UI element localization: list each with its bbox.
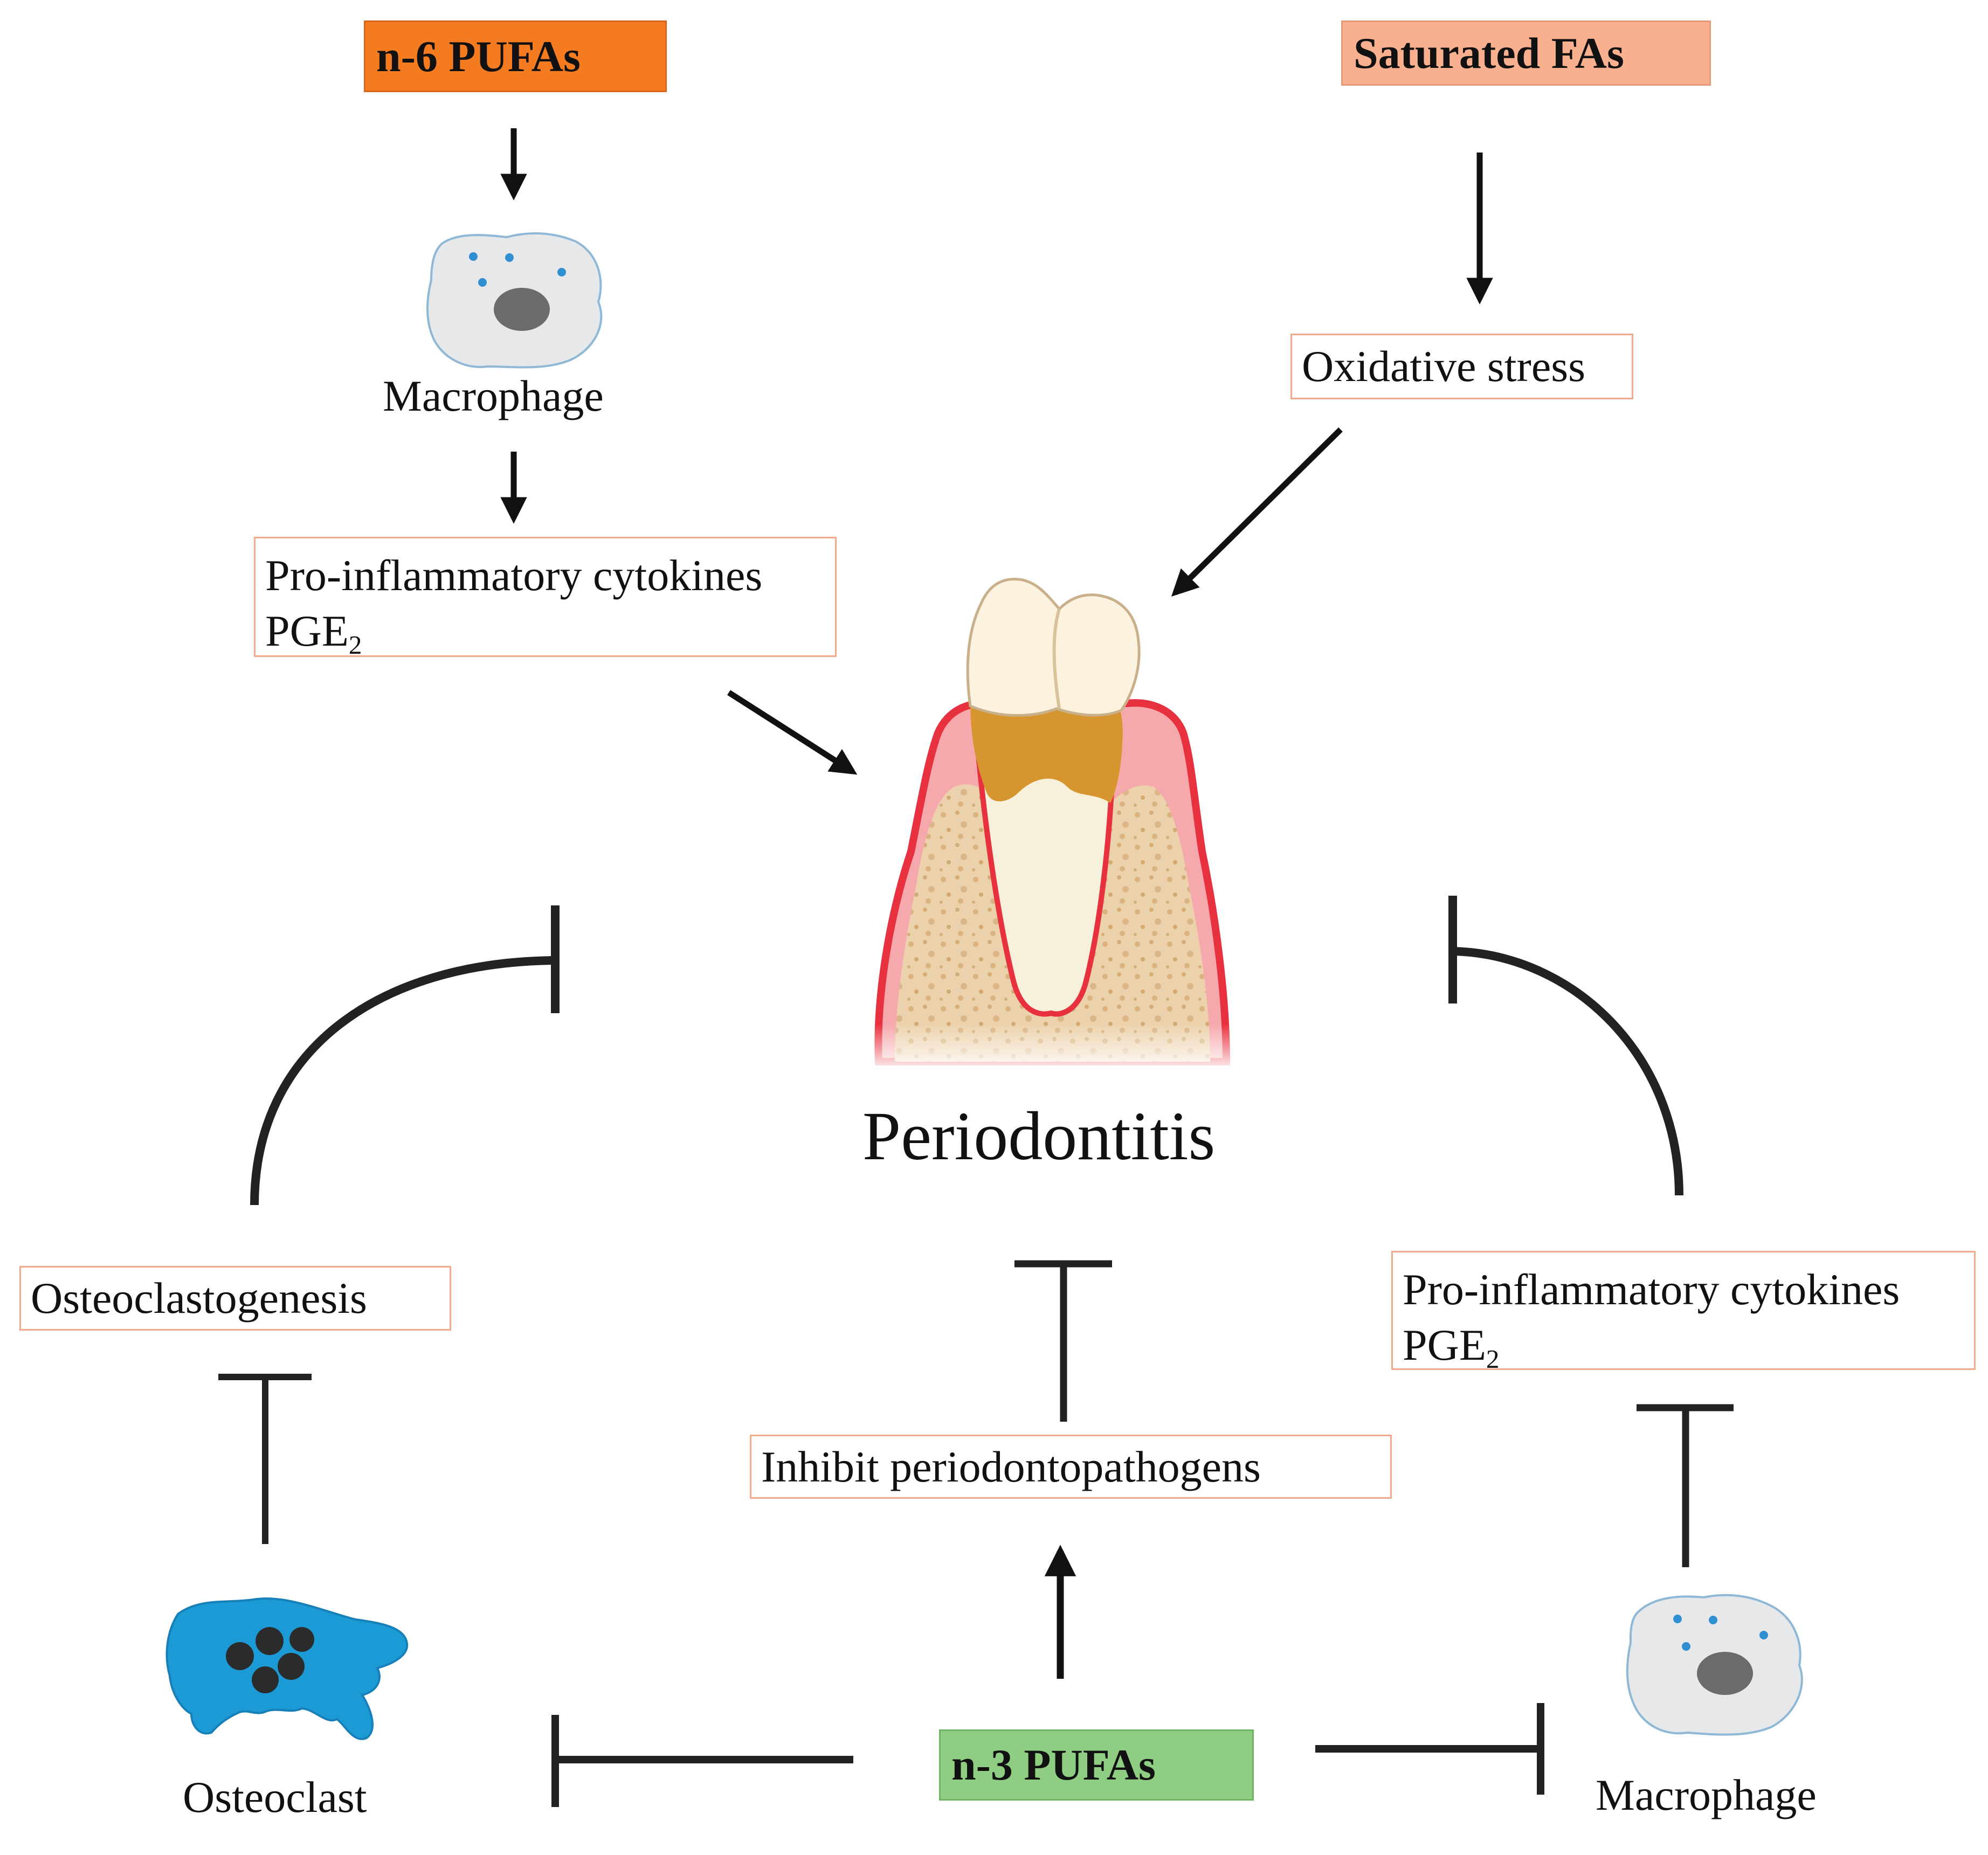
- top-pge2-line: PGE2: [265, 604, 835, 659]
- osteoclastogenesis-box: Osteoclastogenesis: [19, 1266, 451, 1331]
- inhibit-bar-center: [1014, 1260, 1112, 1422]
- saturated-fas-label: Saturated FAs: [1354, 28, 1624, 78]
- inhibit-curve-right: [1448, 896, 1683, 1196]
- inhibit-bar-macrophage-cytokines: [1637, 1404, 1734, 1567]
- bottom-pge-text: PGE: [1403, 1320, 1486, 1369]
- macrophage-cell-bottom: [1626, 1594, 1803, 1736]
- macrophage-cell-top: [426, 232, 603, 369]
- saturated-fas-box: Saturated FAs: [1341, 20, 1711, 86]
- n6-pufas-box: n-6 PUFAs: [364, 20, 667, 92]
- inhibit-bar-n3-macrophage: [1315, 1703, 1544, 1795]
- top-macrophage-label: Macrophage: [383, 371, 604, 420]
- tooth-illustration: [862, 578, 1240, 1072]
- top-cytokines-box: Pro-inflammatory cytokines PGE2: [254, 537, 837, 657]
- arrow-cytokines-to-periodontitis: [727, 690, 858, 775]
- top-pge-subscript: 2: [348, 629, 362, 660]
- osteoclast-label: Osteoclast: [183, 1773, 367, 1822]
- n3-pufas-box: n-3 PUFAs: [939, 1729, 1254, 1801]
- inhibit-periodontopathogens-box: Inhibit periodontopathogens: [750, 1435, 1392, 1499]
- osteoclast-cell: [165, 1597, 409, 1740]
- top-cytokines-line1: Pro-inflammatory cytokines: [265, 551, 763, 600]
- inhibit-bar-n3-osteoclast: [551, 1715, 853, 1807]
- n3-pufas-label: n-3 PUFAs: [951, 1740, 1156, 1789]
- bottom-pge-subscript: 2: [1486, 1344, 1500, 1374]
- bottom-macrophage-label: Macrophage: [1596, 1770, 1817, 1819]
- osteoclastogenesis-label: Osteoclastogenesis: [31, 1273, 367, 1323]
- inhibit-periodontopathogens-label: Inhibit periodontopathogens: [761, 1442, 1261, 1491]
- arrow-oxidative-to-periodontitis: [1171, 427, 1343, 597]
- oxidative-stress-box: Oxidative stress: [1290, 334, 1633, 399]
- n6-pufas-label: n-6 PUFAs: [376, 31, 581, 81]
- bottom-pge2-line: PGE2: [1403, 1318, 1974, 1373]
- top-pge-text: PGE: [265, 606, 349, 655]
- inhibit-bar-osteoclast-osteoclastogenesis: [218, 1374, 312, 1544]
- inhibit-curve-left: [250, 905, 560, 1206]
- periodontitis-title: Periodontitis: [862, 1098, 1216, 1174]
- oxidative-stress-label: Oxidative stress: [1302, 342, 1586, 391]
- bottom-cytokines-box: Pro-inflammatory cytokines PGE2: [1391, 1251, 1976, 1373]
- bottom-cytokines-line1: Pro-inflammatory cytokines: [1403, 1265, 1900, 1314]
